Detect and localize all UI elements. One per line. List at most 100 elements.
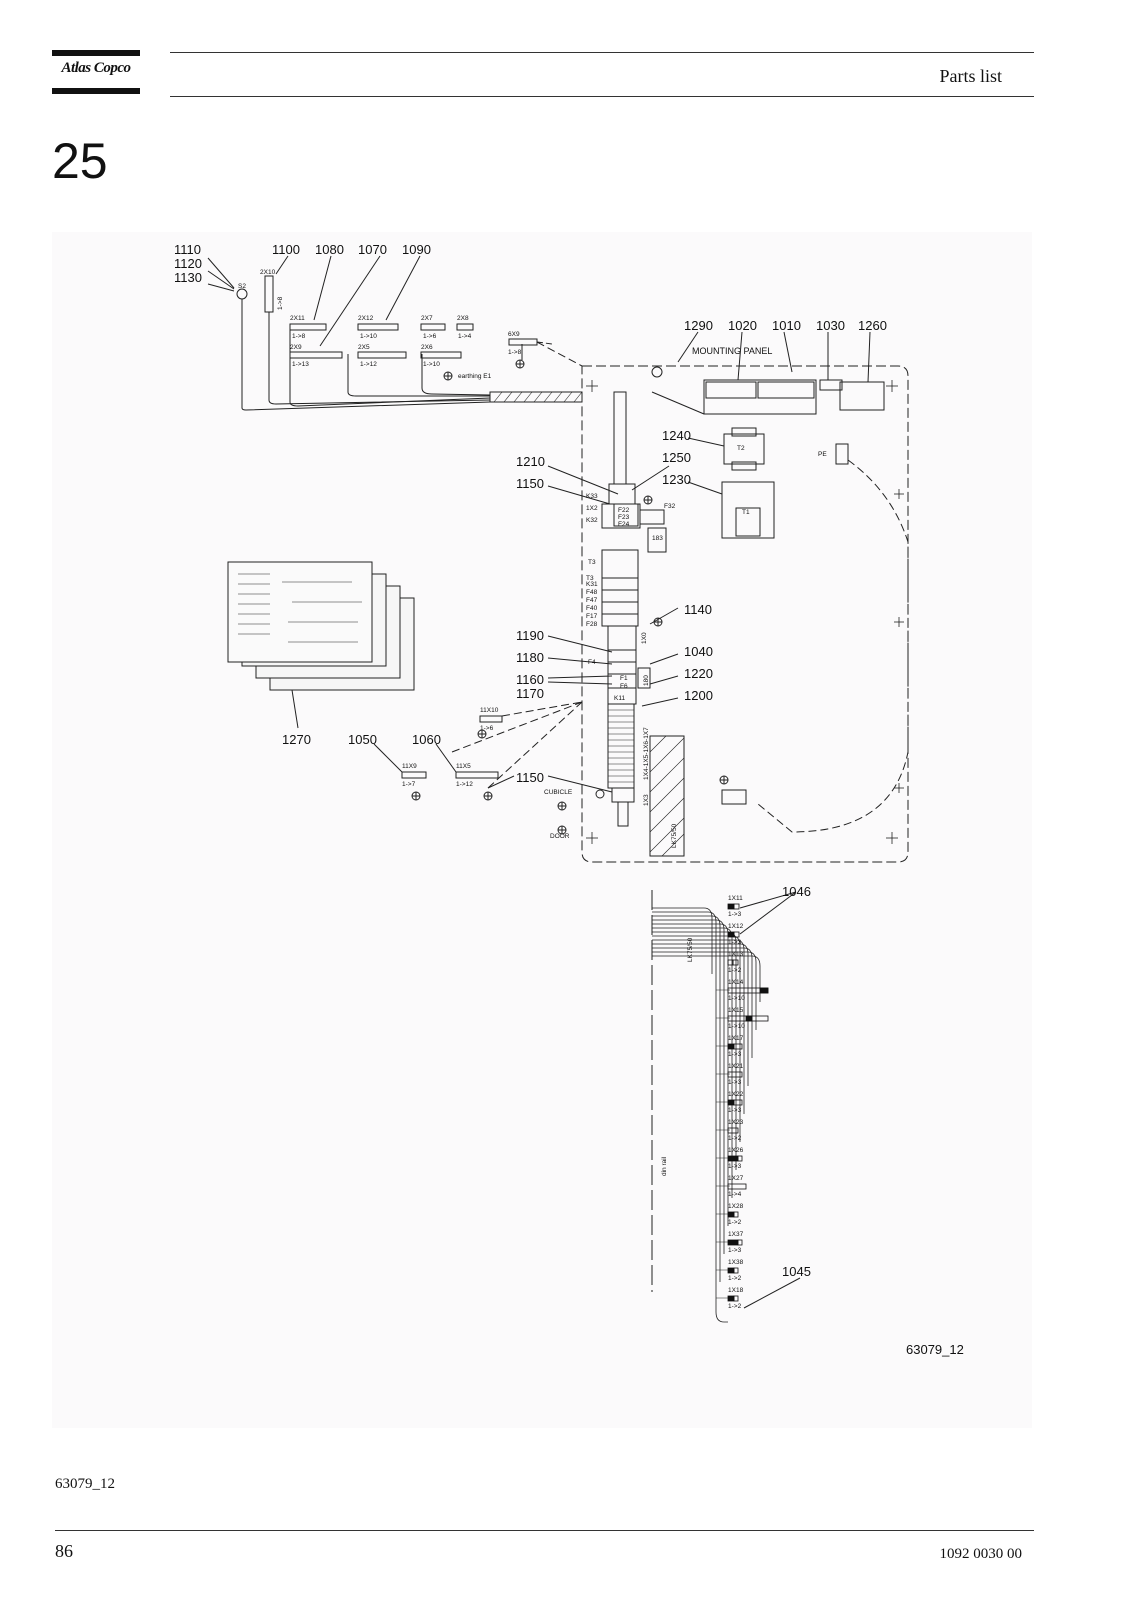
header-rule-bottom [170, 96, 1034, 97]
callout-1170: 1170 [516, 686, 544, 701]
rail-1X11-range: 1->3 [728, 911, 742, 918]
callout-1290: 1290 [684, 318, 713, 333]
rail-1X28-range: 1->2 [728, 1219, 742, 1226]
mounting-panel-label: MOUNTING PANEL [692, 346, 772, 356]
connector-2X8-range: 1->4 [458, 333, 472, 340]
connector-2X6-range: 1->10 [423, 361, 440, 368]
component-F28: F28 [586, 621, 598, 628]
callout-1140: 1140 [684, 602, 712, 617]
component-F48: F48 [586, 589, 598, 596]
connector-11X10-range: 1->6 [480, 725, 494, 732]
din-rail-label: din rail [661, 1156, 668, 1176]
component-K11: K11 [614, 695, 625, 702]
rail-1X22-name: 1X22 [728, 1091, 744, 1098]
component-F23: F23 [618, 514, 630, 521]
connector-2X12-name: 2X12 [358, 315, 374, 322]
callout-1100: 1100 [272, 242, 300, 257]
component-1X4-1X7: 1X4-1X5-1X6-1X7 [643, 727, 650, 780]
rail-1X27-name: 1X27 [728, 1175, 744, 1182]
connector-2X5-name: 2X5 [358, 344, 370, 351]
component-180: 180 [643, 675, 650, 686]
callout-1070: 1070 [358, 242, 387, 257]
callout-1150-bottom: 1150 [516, 770, 544, 785]
din-rail-code-lower: LK75/50 [687, 937, 694, 962]
callout-1210: 1210 [516, 454, 545, 469]
page-number: 86 [55, 1541, 73, 1561]
component-F4: F4 [588, 659, 596, 666]
door-label: DOOR [550, 833, 570, 840]
rail-1X14-range: 1->10 [728, 995, 745, 1002]
callout-1080: 1080 [315, 242, 344, 257]
connector-2X7-name: 2X7 [421, 315, 433, 322]
document-number: 1092 0030 00 [939, 1546, 1023, 1562]
connector-2X10-range: 1->8 [277, 296, 284, 310]
din-rail-code-panel: LK75/50 [671, 823, 678, 848]
callout-1240: 1240 [662, 428, 691, 443]
rail-1X21-range: 1->3 [728, 1079, 742, 1086]
rail-1X15-range: 1->10 [728, 1023, 745, 1030]
connector-11X9-name: 11X9 [402, 763, 417, 770]
callout-1130: 1130 [174, 270, 202, 285]
figure-number: 25 [52, 133, 108, 189]
section-title: Parts list [939, 66, 1002, 86]
s2-label: S2 [238, 283, 246, 290]
rail-1X12-name: 1X12 [728, 923, 744, 930]
footer-rule [55, 1530, 1034, 1531]
callout-1190: 1190 [516, 628, 544, 643]
callout-1180: 1180 [516, 650, 544, 665]
callout-1230: 1230 [662, 472, 691, 487]
component-F32: F32 [664, 503, 676, 510]
connector-6X9-name: 6X9 [508, 331, 520, 338]
rail-1X38-name: 1X38 [728, 1259, 744, 1266]
callout-1160: 1160 [516, 672, 544, 687]
connector-2X12-range: 1->10 [360, 333, 377, 340]
component-F40: F40 [586, 605, 598, 612]
rail-1X26-range: 1->3 [728, 1163, 742, 1170]
rail-1X26-name: 1X26 [728, 1147, 744, 1154]
connector-11X9-range: 1->7 [402, 781, 416, 788]
connector-2X10-name: 2X10 [260, 269, 276, 276]
rail-1X15-name: 1X15 [728, 1007, 744, 1014]
callout-1046: 1046 [782, 884, 811, 899]
callout-1040: 1040 [684, 644, 713, 659]
callout-1260: 1260 [858, 318, 887, 333]
connector-2X7-range: 1->6 [423, 333, 437, 340]
rail-1X23-name: 1X23 [728, 1119, 744, 1126]
logo-bar-top [52, 50, 140, 56]
callout-1110: 1110 [174, 242, 201, 257]
connector-2X8-name: 2X8 [457, 315, 469, 322]
callout-1045: 1045 [782, 1264, 811, 1279]
component-1X3: 1X3 [643, 794, 650, 806]
component-F1: F1 [620, 675, 628, 682]
callout-1060: 1060 [412, 732, 441, 747]
rail-1X37-name: 1X37 [728, 1231, 744, 1238]
connector-2X6-name: 2X6 [421, 344, 433, 351]
t1-label: T1 [742, 509, 750, 516]
connector-11X5-name: 11X5 [456, 763, 471, 770]
callout-1220: 1220 [684, 666, 713, 681]
cubicle-label: CUBICLE [544, 789, 573, 796]
callout-1270: 1270 [282, 732, 311, 747]
header-rule-top [170, 52, 1034, 53]
component-K32: K32 [586, 517, 598, 524]
callout-1150-top: 1150 [516, 476, 544, 491]
rail-1X12-range: 1->3 [728, 939, 742, 946]
logo-wordmark: Atlas Copco [61, 60, 131, 76]
component-1X0: 1X0 [641, 632, 648, 644]
component-183: 183 [652, 535, 663, 542]
component-F24: F24 [618, 521, 630, 528]
logo-bar-bottom [52, 88, 140, 94]
connector-2X5-range: 1->12 [360, 361, 377, 368]
rail-1X14-name: 1X14 [728, 979, 744, 986]
rail-1X18-range: 1->2 [728, 1303, 742, 1310]
rail-1X28-name: 1X28 [728, 1203, 744, 1210]
rail-1X11-name: 1X11 [728, 895, 743, 902]
callout-1020: 1020 [728, 318, 757, 333]
callout-1030: 1030 [816, 318, 845, 333]
component-K31: K31 [586, 581, 598, 588]
rail-1X27-range: 1->4 [728, 1191, 742, 1198]
callout-1200: 1200 [684, 688, 713, 703]
component-F17: F17 [586, 613, 598, 620]
connector-11X5-range: 1->12 [456, 781, 473, 788]
drawing-code: 63079_12 [906, 1342, 964, 1357]
